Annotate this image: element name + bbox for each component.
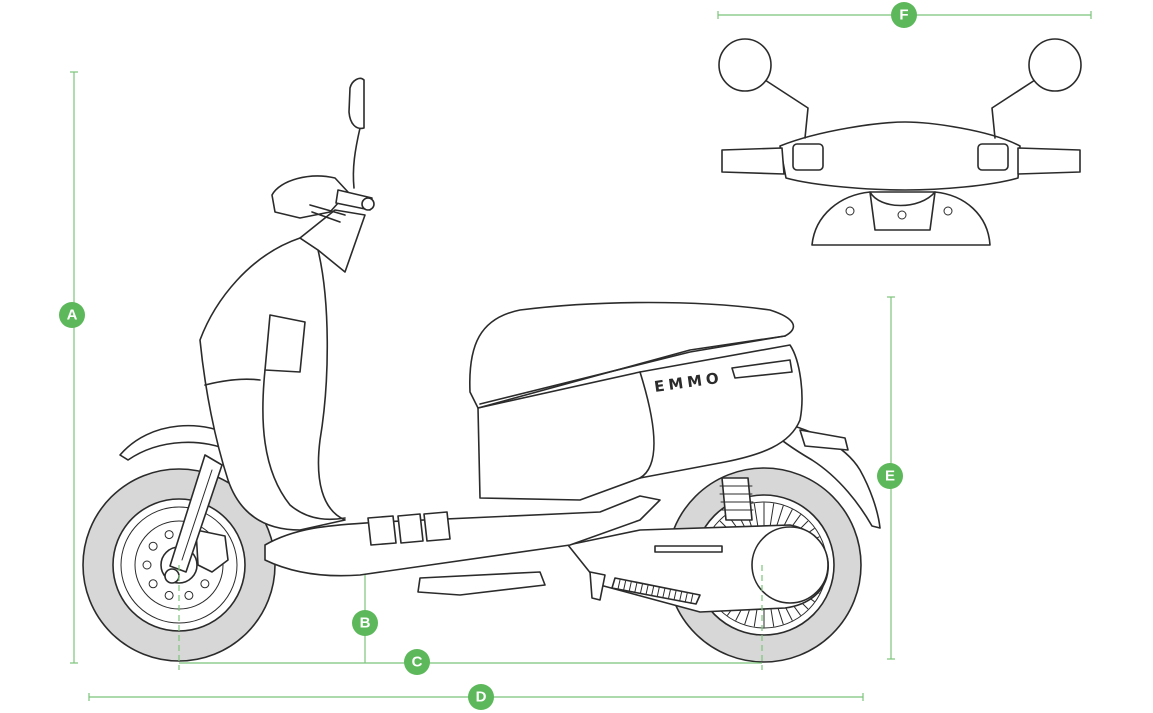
right-grip <box>1017 147 1081 175</box>
grille-rib <box>656 587 660 598</box>
front-body-panel <box>199 237 346 531</box>
dimension-badge-f: F <box>891 2 917 28</box>
left-switch <box>792 143 824 171</box>
grille-rib <box>662 588 666 599</box>
brake-lever <box>309 204 346 223</box>
badge-d-label: D <box>476 689 487 706</box>
disc-hole <box>148 541 158 551</box>
swingarm-grille <box>611 577 701 605</box>
dimension-badge-a: A <box>59 302 85 328</box>
grille-rib <box>623 580 627 591</box>
grille-rib <box>639 583 643 594</box>
dimension-badge-c: C <box>404 649 430 675</box>
rear-body-panel <box>477 344 803 501</box>
center-stand <box>417 571 546 596</box>
front-fork-inner <box>181 469 213 561</box>
handlebar-front-view <box>718 38 1082 246</box>
motor-hub-cover <box>751 526 829 604</box>
grille-rib <box>673 590 677 601</box>
left-mirror-arm <box>764 79 809 139</box>
disc-hole <box>200 579 210 589</box>
front-body-inner <box>262 369 346 521</box>
floor-mat-3 <box>423 511 451 542</box>
grille-ribs <box>617 579 694 604</box>
rear-license-bracket <box>799 429 849 451</box>
front-caliper <box>195 529 229 573</box>
grille-rib <box>651 586 655 597</box>
floor-mat-1 <box>367 515 397 546</box>
left-grip <box>721 147 785 175</box>
front-rim-inner <box>120 506 238 624</box>
badge-f-label: F <box>899 7 908 24</box>
dimension-badge-d: D <box>468 684 494 710</box>
rear-shock <box>719 477 754 521</box>
seat <box>469 301 795 409</box>
floorboard <box>264 495 661 577</box>
front-axle <box>164 568 180 584</box>
grille-rib <box>679 591 683 602</box>
mirror-stem <box>352 127 361 189</box>
grille-rib <box>634 582 638 593</box>
left-mirror <box>718 38 772 92</box>
side-mirror <box>348 77 365 130</box>
front-headlight-trim <box>264 314 306 373</box>
disc-hole <box>164 530 174 540</box>
badge-c-label: C <box>412 654 423 671</box>
right-mirror <box>1028 38 1082 92</box>
dimension-badge-b: B <box>352 610 378 636</box>
badge-a-label: A <box>67 307 78 324</box>
front-view-hole-right <box>943 206 953 216</box>
grille-rib <box>667 589 671 600</box>
swingarm-slot <box>654 545 723 553</box>
grille-rib <box>690 593 694 604</box>
badge-e-label: E <box>885 468 895 485</box>
dimension-badge-e: E <box>877 463 903 489</box>
disc-hole <box>148 579 158 589</box>
grille-rib <box>628 581 632 592</box>
front-view-hole-left <box>845 206 855 216</box>
disc-hole <box>164 590 174 600</box>
seat-seam <box>479 335 786 405</box>
front-body-seam <box>204 378 261 386</box>
grille-rib <box>617 579 621 590</box>
right-switch <box>977 143 1009 171</box>
side-cover <box>639 371 655 479</box>
disc-hole <box>142 560 152 570</box>
grip-end <box>361 197 375 211</box>
right-mirror-arm <box>991 79 1036 139</box>
front-fork <box>169 454 223 573</box>
front-view-bolt <box>897 210 907 220</box>
handlebar-housing <box>271 175 349 219</box>
grille-rib <box>684 592 688 603</box>
floor-mat-2 <box>397 513 424 544</box>
disc-hole <box>184 590 194 600</box>
kick-stand <box>589 571 606 601</box>
scooter-side-view: EMMO <box>82 77 881 663</box>
grille-rib <box>645 585 649 595</box>
rear-taillight <box>731 359 793 379</box>
badge-b-label: B <box>360 615 371 632</box>
steering-column <box>299 209 366 273</box>
